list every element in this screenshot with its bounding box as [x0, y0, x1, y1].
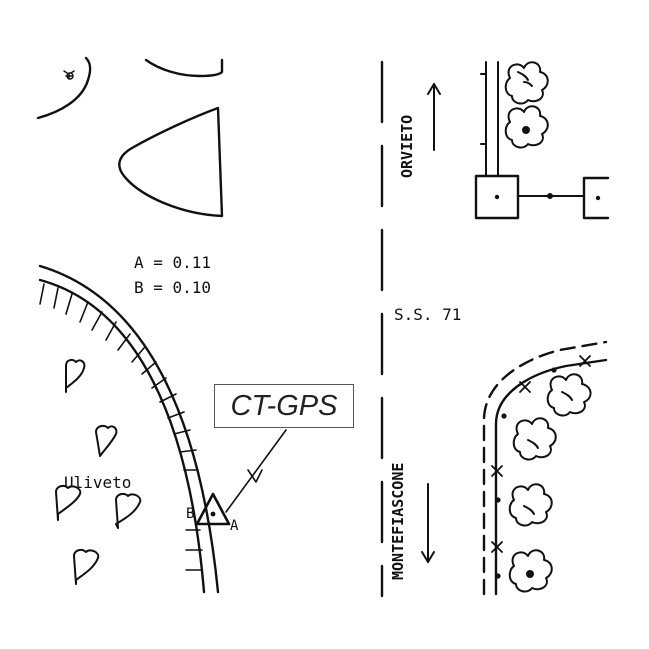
building-1-dot [494, 194, 500, 200]
hatch-marks [39, 283, 203, 571]
blob-teardrop [118, 106, 224, 218]
field-arc-outer [38, 264, 220, 594]
fence-top-right [480, 61, 499, 177]
olive-tree-icon [115, 492, 142, 529]
arrow-up-icon [427, 83, 441, 151]
sun-mark [63, 70, 75, 80]
shrub-icon [508, 549, 553, 593]
label-road: S.S. 71 [394, 305, 461, 324]
leader-arrow [225, 429, 287, 513]
olive-tree-icon [73, 548, 100, 585]
olive-tree-icon [95, 424, 118, 457]
fence-nodes [495, 367, 557, 579]
label-point-b: B [186, 506, 194, 522]
label-uliveto: Uliveto [64, 473, 131, 492]
station-label-box: CT-GPS [214, 384, 354, 428]
label-orvieto: ORVIETO [398, 115, 416, 178]
shrub-icon [508, 483, 553, 527]
link-node [547, 193, 553, 199]
station-label: CT-GPS [230, 389, 338, 422]
label-coeff-b: B = 0.10 [134, 278, 211, 297]
shrub-icon [512, 417, 557, 461]
shrub-icon [504, 61, 549, 105]
road-edge-dashed [482, 340, 608, 596]
olive-tree-icon [55, 484, 82, 521]
arrow-down-icon [421, 483, 435, 563]
label-coeff-a: A = 0.11 [134, 253, 211, 272]
building-2-dot [595, 195, 601, 201]
shrub-icon [504, 105, 549, 149]
blob-top-left [36, 56, 92, 120]
label-montefiascone: MONTEFIASCONE [389, 463, 407, 580]
label-point-a: A [230, 518, 239, 534]
sun-mark-center [66, 72, 74, 80]
field-arc-inner [38, 278, 206, 594]
olive-tree-icon [65, 358, 86, 393]
triangle-marker-icon [195, 492, 231, 526]
fence-crosses [491, 355, 591, 553]
road-edge-solid [494, 358, 608, 596]
shrub-icon [546, 373, 592, 417]
building-2 [582, 176, 610, 220]
blob-top-center [144, 58, 224, 78]
